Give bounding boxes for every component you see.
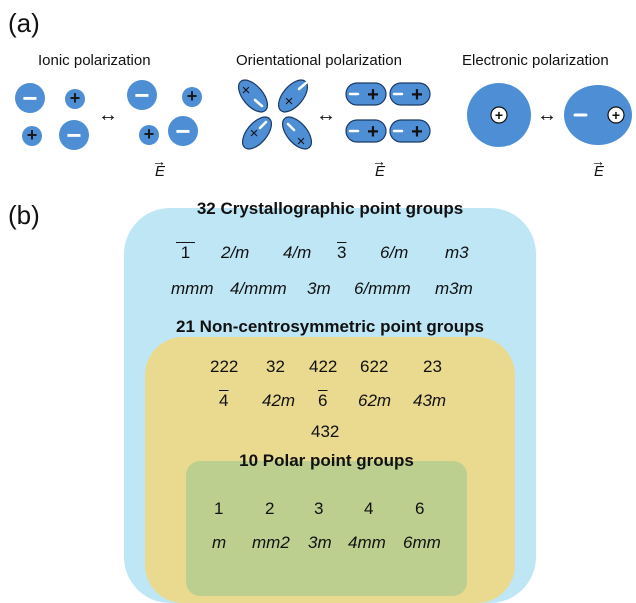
svg-text:+: + — [411, 121, 423, 143]
point-group: 43m — [413, 391, 447, 410]
cation-icon: + — [182, 87, 202, 107]
orientational-diagram: × × × × + + + + — [237, 79, 431, 150]
point-group: m3m — [435, 279, 473, 298]
point-group: mmm — [171, 279, 214, 298]
point-group: 622 — [360, 357, 389, 376]
cation-icon: + — [65, 89, 85, 109]
point-group: 3m — [308, 533, 332, 552]
point-group: 4/mmm — [230, 279, 287, 298]
point-group: 222 — [210, 357, 239, 376]
point-group: 2 — [265, 499, 275, 518]
dipole-icon — [345, 119, 387, 143]
electron-cloud-icon — [564, 85, 632, 145]
point-group: 6 — [415, 499, 425, 518]
svg-text:+: + — [495, 107, 503, 123]
dipole-icon — [389, 119, 431, 143]
double-arrow-icon: ↔ — [98, 104, 118, 126]
double-arrow-icon: ↔ — [316, 104, 336, 126]
svg-text:×: × — [242, 82, 251, 99]
point-group: 6/m — [380, 243, 409, 262]
nucleus-icon — [490, 106, 508, 124]
cation-icon: + — [139, 125, 159, 145]
point-group: 1 — [214, 499, 224, 518]
point-group: 2/m — [221, 243, 250, 262]
electric-field-label: →E — [152, 153, 166, 180]
electric-field-label: →E — [372, 153, 386, 180]
point-group: 3 — [337, 243, 347, 262]
polar-title: 10 Polar point groups — [239, 451, 414, 470]
electric-field-label: →E — [591, 153, 605, 180]
arrow-icon: → — [372, 153, 386, 169]
crystallographic-title: 32 Crystallographic point groups — [196, 199, 464, 218]
point-group: 4/m — [283, 243, 312, 262]
anion-icon: − — [127, 80, 157, 110]
panel-a-label: (a) — [8, 8, 40, 38]
dipole-icon — [345, 82, 387, 106]
point-group: 3 — [314, 499, 324, 518]
svg-text:×: × — [297, 133, 306, 150]
point-group: 1 — [180, 243, 191, 262]
point-group: 422 — [309, 357, 338, 376]
svg-text:+: + — [612, 107, 620, 123]
point-group: 42m — [262, 391, 296, 410]
point-group: 4mm — [348, 533, 386, 552]
point-group: m — [212, 533, 227, 552]
svg-text:×: × — [285, 93, 294, 110]
arrow-icon: → — [152, 153, 166, 169]
point-group: 3m — [307, 279, 331, 298]
svg-text:+: + — [411, 84, 423, 106]
arrow-icon: → — [591, 153, 605, 169]
anion-icon: − — [15, 83, 45, 113]
noncentrosymmetric-title: 21 Non-centrosymmetric point groups — [176, 317, 484, 336]
anion-icon: − — [59, 120, 89, 150]
orientational-polarization-title: Orientational polarization — [236, 52, 402, 69]
point-group: 4 — [219, 391, 229, 410]
svg-text:×: × — [250, 125, 259, 142]
anion-icon: − — [168, 116, 198, 146]
point-group: 62m — [358, 391, 392, 410]
dipole-icon — [389, 82, 431, 106]
panel-b-label: (b) — [8, 200, 40, 230]
point-group: mm2 — [252, 533, 290, 552]
svg-text:+: + — [367, 121, 379, 143]
polar-region — [186, 461, 467, 596]
point-group: 4 — [364, 499, 374, 518]
point-group: 6 — [318, 391, 328, 410]
nucleus-icon — [607, 106, 625, 124]
electronic-polarization-title: Electronic polarization — [462, 52, 609, 69]
point-group: 6/mmm — [354, 279, 411, 298]
point-group: m3 — [445, 243, 469, 262]
electronic-diagram: + + — [467, 83, 632, 147]
svg-text:+: + — [367, 84, 379, 106]
ionic-polarization-title: Ionic polarization — [38, 52, 151, 69]
point-group: 32 — [266, 357, 285, 376]
point-group: 432 — [311, 422, 340, 441]
double-arrow-icon: ↔ — [537, 104, 557, 126]
point-group: 6mm — [403, 533, 441, 552]
point-group: 23 — [423, 357, 442, 376]
cation-icon: + — [22, 126, 42, 146]
